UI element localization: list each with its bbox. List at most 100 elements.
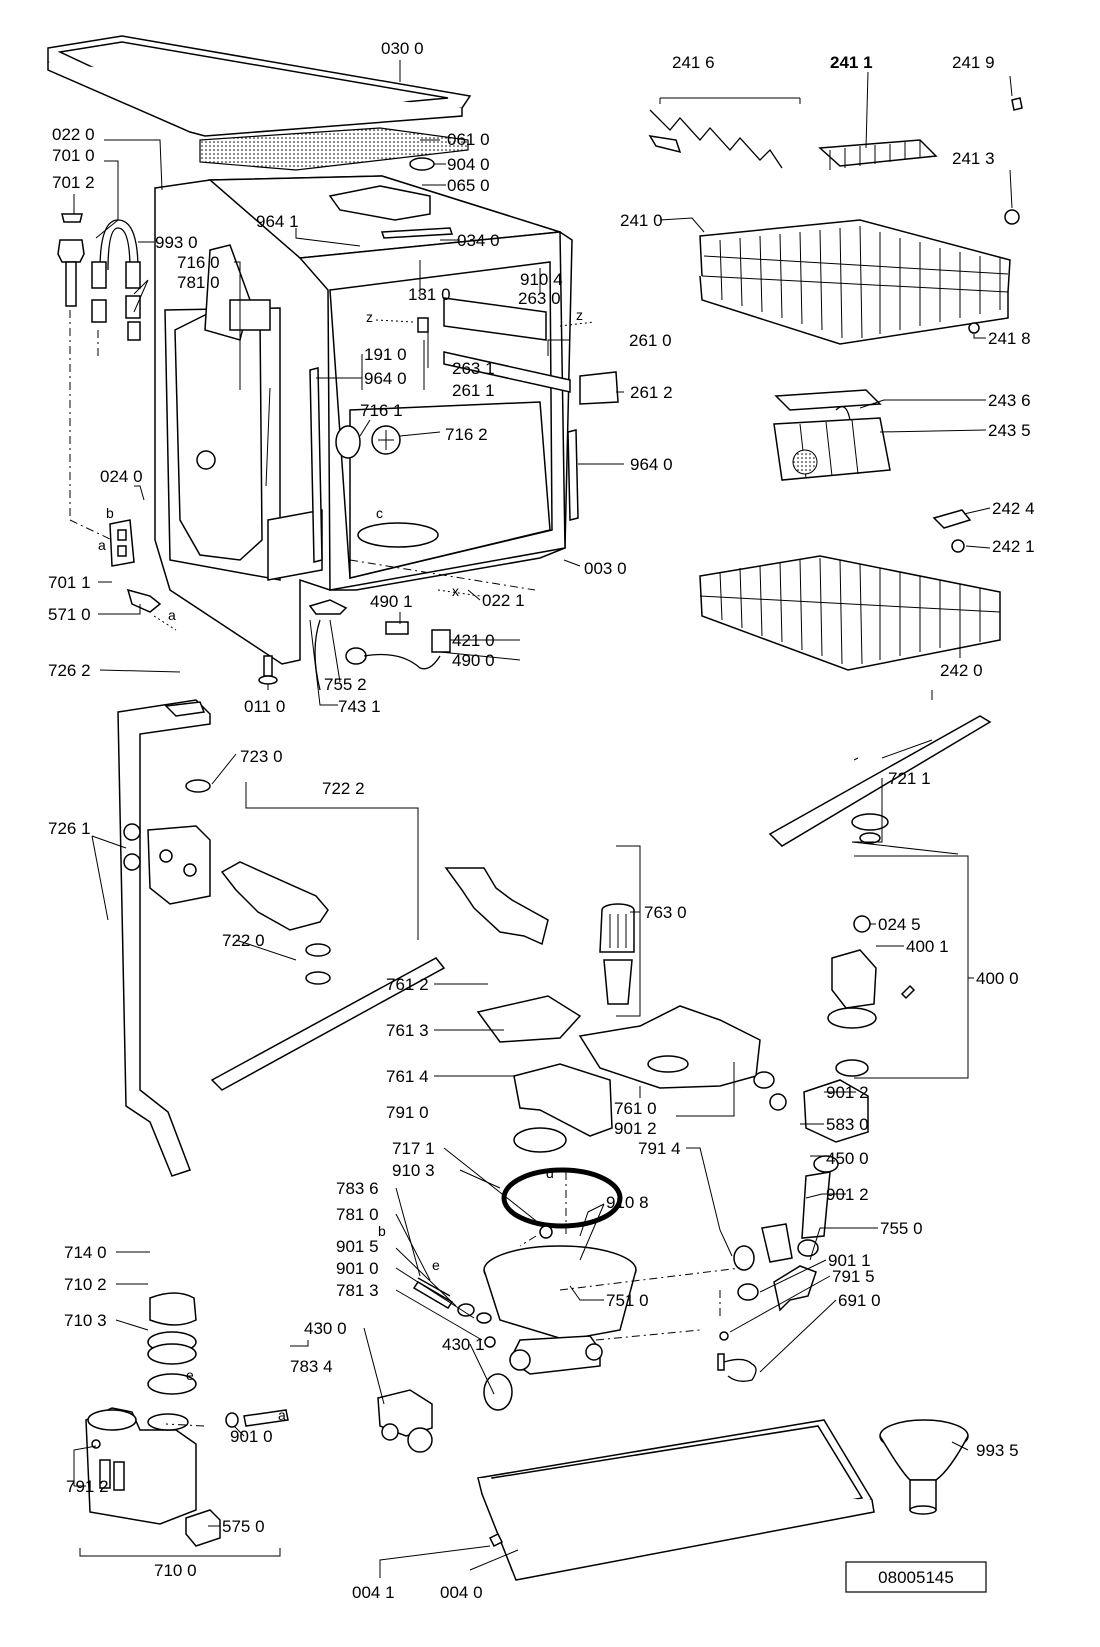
hose-assembly-part <box>57 213 141 341</box>
label-024-5: 024 5 <box>878 915 921 934</box>
bracket-part <box>109 519 135 567</box>
label-781-0-bottom: 781 0 <box>336 1205 379 1224</box>
label-901-1: 901 1 <box>828 1251 871 1270</box>
clamp-9012a-part <box>753 1071 775 1089</box>
clamp-9010b-part <box>225 1412 239 1428</box>
hose-4500-part <box>801 1171 831 1239</box>
label-243-6: 243 6 <box>988 391 1031 410</box>
label-263-0: 263 0 <box>518 289 561 308</box>
label-400-0: 400 0 <box>976 969 1019 988</box>
screw-0041-part <box>488 1532 504 1548</box>
filter-housing-part <box>476 995 582 1043</box>
label-791-0: 791 0 <box>386 1103 429 1122</box>
nut-7230-part <box>185 779 211 793</box>
ring-7914-part <box>733 1245 755 1271</box>
label-964-0-b: 964 0 <box>630 455 673 474</box>
knob-7171-part <box>539 1225 553 1239</box>
sump-pipe-part <box>444 867 549 946</box>
label-726-1: 726 1 <box>48 819 91 838</box>
microfilter-part <box>578 1005 761 1089</box>
label-716-0: 716 0 <box>177 253 220 272</box>
label-710-0: 710 0 <box>154 1561 197 1580</box>
label-910-3: 910 3 <box>392 1161 435 1180</box>
large-seal-ring-part <box>501 1167 623 1229</box>
manifold-part <box>147 825 211 905</box>
label-261-2: 261 2 <box>630 383 673 402</box>
label-751-0: 751 0 <box>606 1291 649 1310</box>
label-241-8: 241 8 <box>988 329 1031 348</box>
label-691-0: 691 0 <box>838 1291 881 1310</box>
letter-z-2: z <box>576 307 583 323</box>
foot-part <box>258 655 278 685</box>
label-241-3: 241 3 <box>952 149 995 168</box>
spring-part <box>412 1280 454 1310</box>
label-710-2: 710 2 <box>64 1275 107 1294</box>
label-743-1: 743 1 <box>338 697 381 716</box>
label-721-1: 721 1 <box>888 769 931 788</box>
label-490-1: 490 1 <box>370 592 413 611</box>
label-791-2: 791 2 <box>66 1477 109 1496</box>
label-904-0: 904 0 <box>447 155 490 174</box>
label-722-2: 722 2 <box>322 779 365 798</box>
sensor-5750-part <box>185 1509 221 1547</box>
label-065-0: 065 0 <box>447 176 490 195</box>
label-003-0: 003 0 <box>584 559 627 578</box>
label-763-0: 763 0 <box>644 903 687 922</box>
lower-spray-feed-part <box>220 861 331 985</box>
label-575-0: 575 0 <box>222 1517 265 1536</box>
filter-part <box>599 903 635 1005</box>
rail-part <box>443 297 547 341</box>
label-261-1: 261 1 <box>452 381 495 400</box>
label-191-0: 191 0 <box>364 345 407 364</box>
cup-rack-part <box>818 139 938 170</box>
oring-7915-part <box>719 1331 729 1341</box>
label-022-1: 022 1 <box>482 591 525 610</box>
label-430-0: 430 0 <box>304 1319 347 1338</box>
top-spray-part <box>328 185 431 221</box>
base-frame-part <box>476 1419 875 1581</box>
label-716-2: 716 2 <box>445 425 488 444</box>
letter-e-1: e <box>432 1257 440 1273</box>
letter-a-2: a <box>168 607 176 623</box>
label-783-6: 783 6 <box>336 1179 379 1198</box>
letter-x: x <box>452 583 459 599</box>
lower-basket-part <box>699 555 1001 671</box>
seal-4301-part <box>483 1373 513 1411</box>
label-450-0: 450 0 <box>826 1149 869 1168</box>
label-717-1: 717 1 <box>392 1139 435 1158</box>
label-061-0: 061 0 <box>447 130 490 149</box>
label-781-0-top: 781 0 <box>177 273 220 292</box>
pipe-7836-part <box>417 1277 451 1297</box>
label-781-3: 781 3 <box>336 1281 379 1300</box>
label-701-0: 701 0 <box>52 146 95 165</box>
cutlery-basket-part <box>773 389 891 481</box>
letter-z-1: z <box>366 309 373 325</box>
letter-a-1: a <box>98 537 106 553</box>
cabinet-part <box>154 175 573 665</box>
label-004-0: 004 0 <box>440 1583 483 1602</box>
label-761-4: 761 4 <box>386 1067 429 1086</box>
label-701-1: 701 1 <box>48 573 91 592</box>
label-722-0: 722 0 <box>222 931 265 950</box>
wire-rack-part <box>649 109 783 169</box>
label-783-4: 783 4 <box>290 1357 333 1376</box>
letter-a-3: a <box>278 1407 286 1423</box>
letter-b-1: b <box>106 505 114 521</box>
diagram-id-text: 08005145 <box>878 1568 954 1587</box>
label-261-0: 261 0 <box>629 331 672 350</box>
label-131-0: 131 0 <box>408 285 451 304</box>
label-964-0-a: 964 0 <box>364 369 407 388</box>
label-901-2-c: 901 2 <box>826 1185 869 1204</box>
leader-lines <box>73 60 1013 1578</box>
elbow-7550-part <box>773 1265 817 1312</box>
clip-part <box>579 371 619 405</box>
wheel-2421-part <box>951 539 965 553</box>
upper-spray-arm-part <box>768 715 992 847</box>
label-761-2: 761 2 <box>386 975 429 994</box>
small-wheel-part <box>968 322 980 334</box>
label-726-2: 726 2 <box>48 661 91 680</box>
letter-e-2: e <box>186 1367 194 1383</box>
pipe-7834-part <box>243 1409 289 1427</box>
washer-7813-part <box>484 1336 496 1348</box>
clip-2416 <box>648 135 682 154</box>
